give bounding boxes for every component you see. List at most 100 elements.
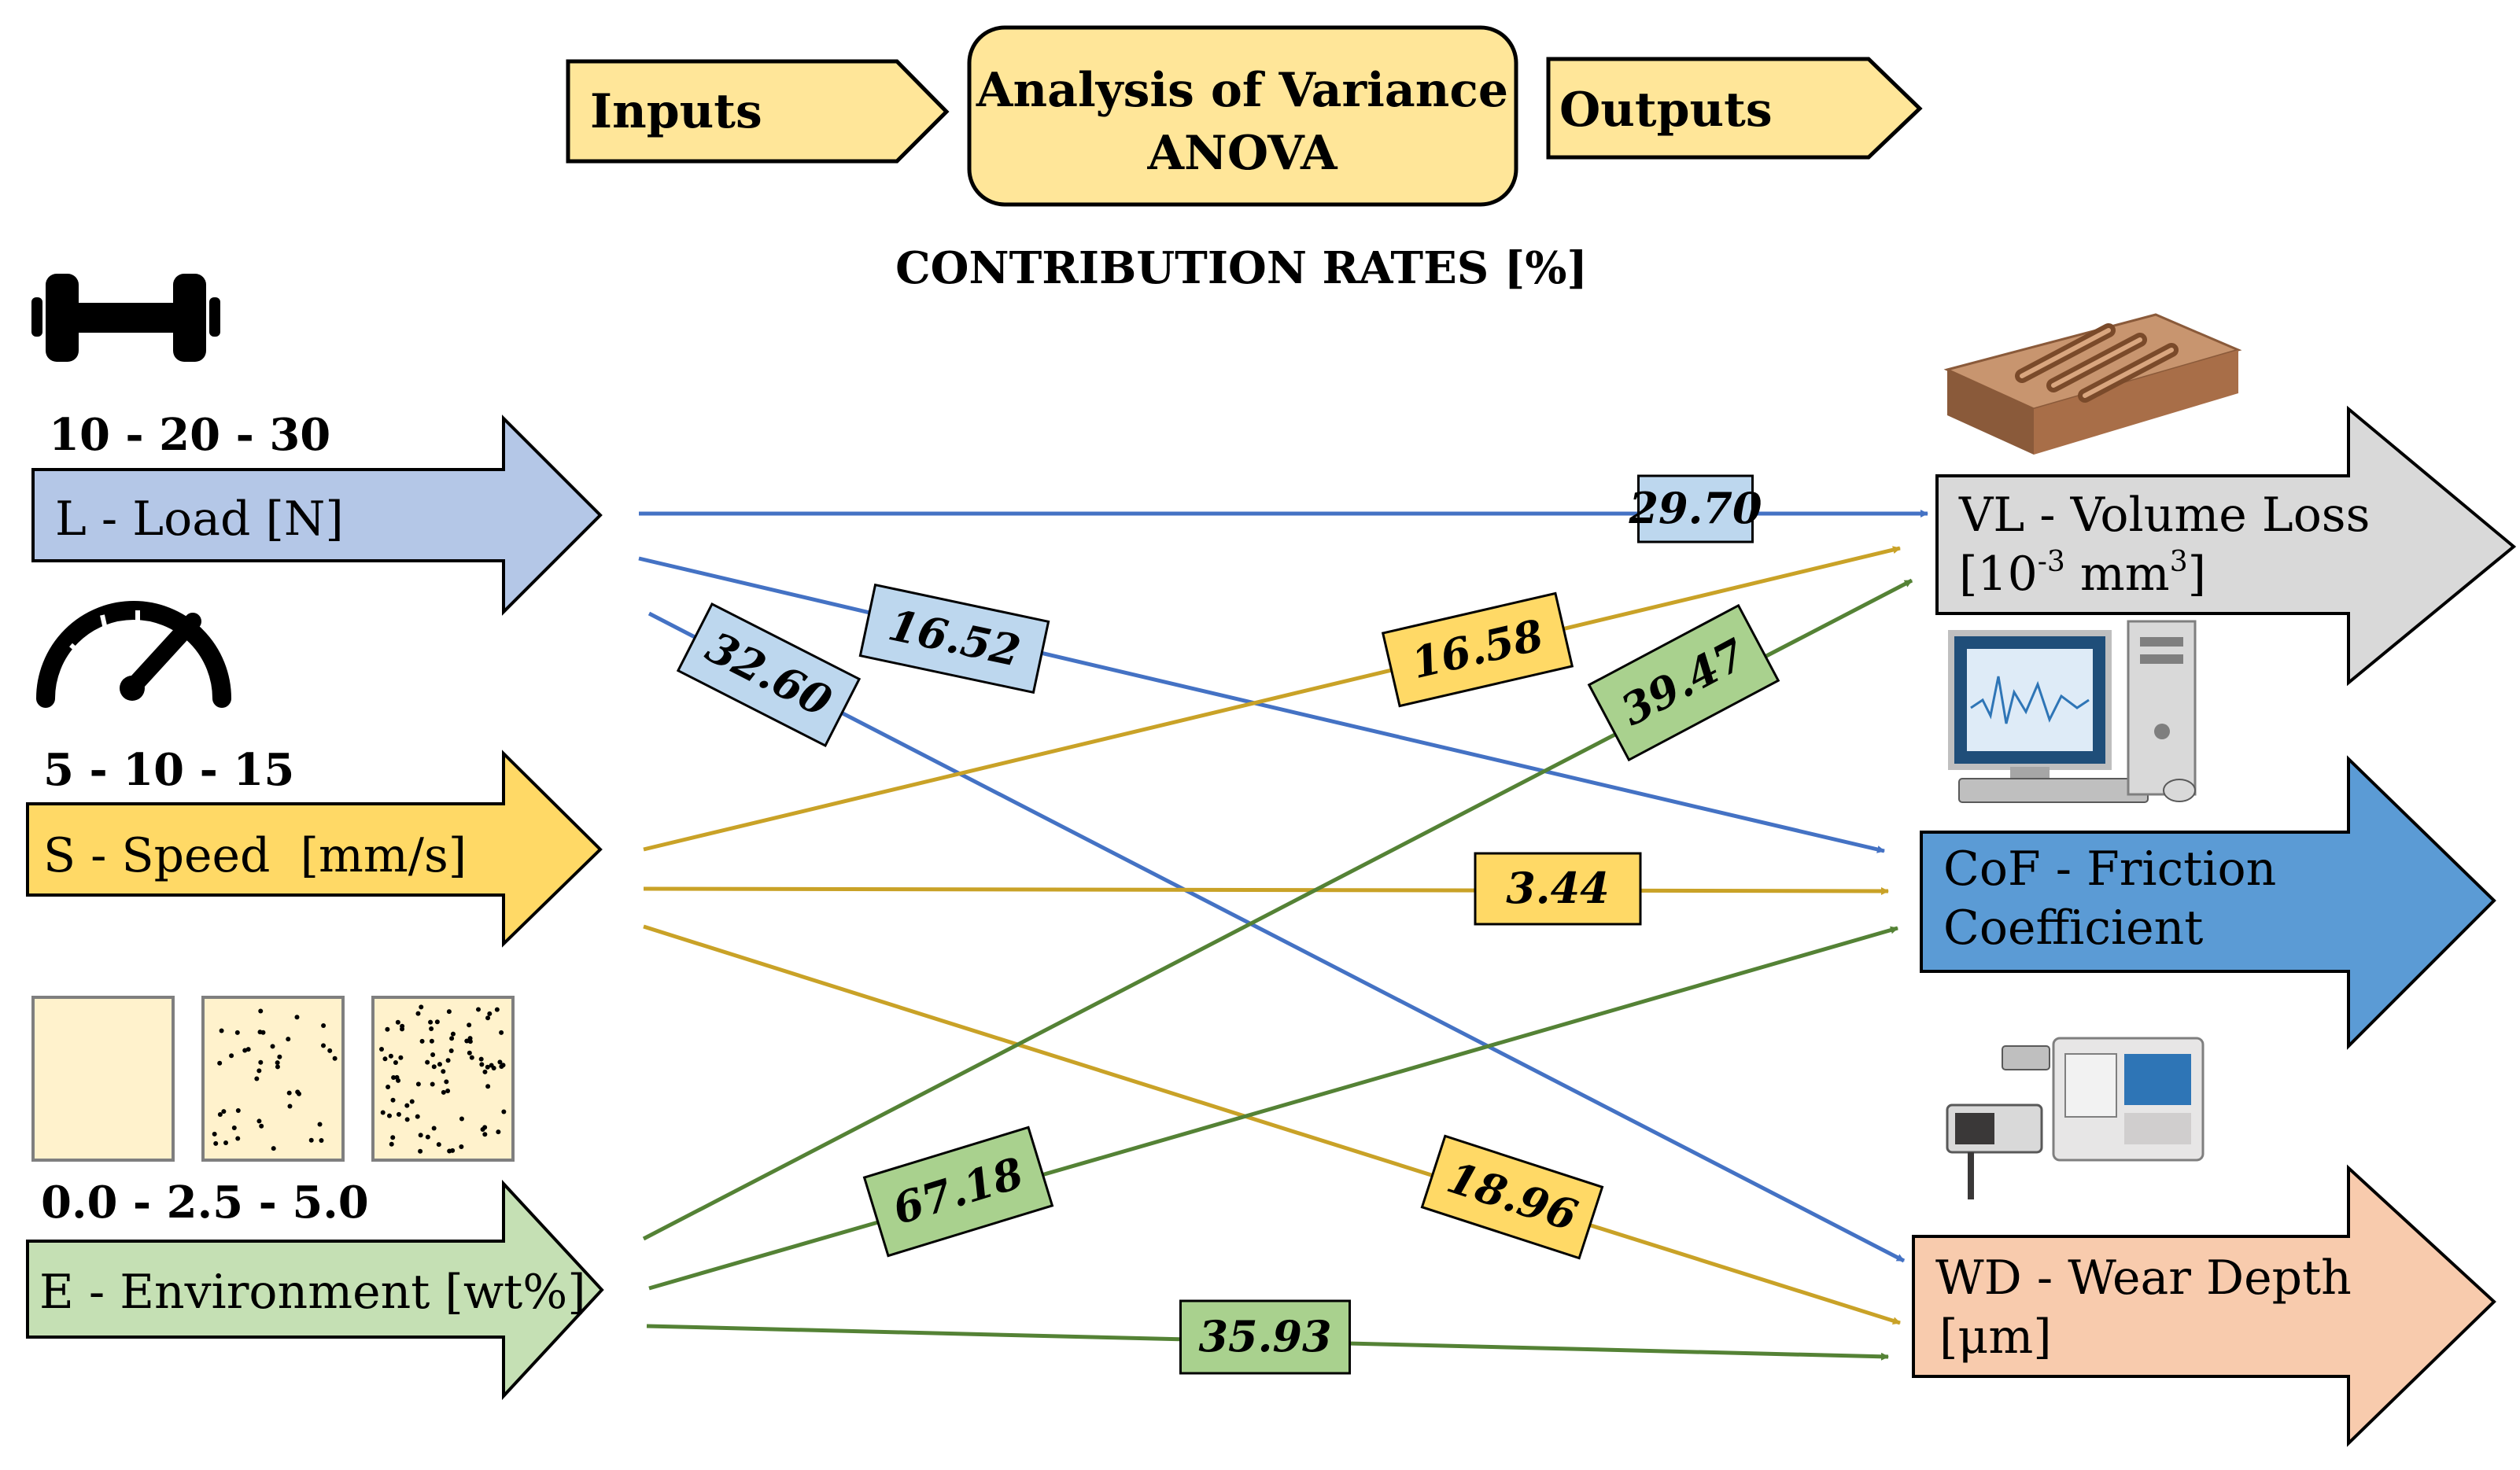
- anova-box: [967, 25, 1518, 207]
- contribution-label-l-vl: 29.70: [1628, 474, 1762, 543]
- particle-dot: [396, 1078, 401, 1083]
- contribution-label-box: [858, 583, 1050, 694]
- particle-dot: [445, 1058, 451, 1063]
- particle-samples-icon: [31, 996, 515, 1162]
- particle-dot: [404, 1117, 410, 1122]
- particle-dot: [258, 1059, 264, 1065]
- particle-dot: [217, 1060, 223, 1066]
- particle-dot: [404, 1103, 410, 1108]
- contribution-label-box: [676, 602, 862, 748]
- particle-dot: [386, 1085, 391, 1090]
- volume-loss-unit-exp: -3: [2038, 546, 2065, 578]
- input-environment: 0.0 - 2.5 - 5.0 E - Environment [wt%]: [26, 996, 604, 1401]
- contribution-label-s-vl: 16.58: [1381, 591, 1574, 708]
- particle-dot: [500, 1063, 506, 1068]
- particle-dot: [390, 1097, 396, 1103]
- friction-label-line1: CoF - Friction: [1943, 842, 2276, 897]
- particle-dot: [431, 1126, 437, 1131]
- particle-dot: [294, 1015, 300, 1020]
- particle-dot: [494, 1007, 500, 1012]
- profilometer-icon: [1946, 1037, 2205, 1199]
- load-levels: 10 - 20 - 30: [49, 409, 330, 461]
- particle-dot: [441, 1089, 446, 1095]
- particle-dot: [496, 1129, 501, 1135]
- particle-dot: [425, 1134, 430, 1140]
- particle-dot: [234, 1030, 240, 1035]
- contribution-label-s-cof: 3.44: [1474, 852, 1642, 926]
- particle-dot: [271, 1146, 276, 1151]
- particle-dot: [485, 1015, 491, 1021]
- particle-dot: [485, 1084, 491, 1089]
- particle-dot: [482, 1069, 488, 1074]
- particle-dot: [497, 1059, 503, 1065]
- contribution-label-s-wd: 18.96: [1420, 1134, 1604, 1260]
- particle-dot: [256, 1068, 262, 1074]
- particle-dot: [441, 1069, 446, 1074]
- dumbbell-icon: [31, 274, 220, 362]
- contribution-value: 29.70: [1628, 483, 1762, 533]
- particle-dot: [459, 1144, 464, 1150]
- particle-dot: [327, 1048, 333, 1053]
- particle-dot: [419, 1038, 425, 1044]
- particle-dot: [212, 1131, 217, 1137]
- particle-dot: [418, 1133, 423, 1138]
- link-s-to-vl: [643, 546, 1901, 852]
- particle-dot: [386, 1113, 392, 1118]
- particle-dot: [418, 1148, 423, 1154]
- computer-icon: [1948, 620, 2197, 803]
- anova-title: Analysis of Variance: [976, 63, 1508, 118]
- particle-dot: [258, 1008, 264, 1014]
- volume-loss-label-line2: [10-3 mm3]: [1959, 546, 2206, 602]
- volume-loss-unit-end: ]: [2188, 547, 2206, 602]
- particle-dot: [419, 1004, 424, 1010]
- contribution-label-box: [1637, 474, 1754, 543]
- particle-dot: [437, 1062, 442, 1067]
- particle-dot: [287, 1103, 293, 1109]
- particle-dot: [395, 1019, 400, 1025]
- particle-dot: [430, 1052, 436, 1058]
- environment-arrow: [26, 1179, 604, 1401]
- particle-dot: [450, 1031, 456, 1037]
- particle-dot: [219, 1028, 224, 1033]
- inputs-banner: [566, 59, 950, 164]
- input-speed: 5 - 10 - 15 S - Speed [mm/s]: [26, 601, 603, 948]
- particle-dot: [415, 1011, 421, 1016]
- particle-dot: [467, 1022, 472, 1028]
- wear-depth-label-line2: [μm]: [1939, 1310, 2052, 1365]
- contribution-label-box: [862, 1126, 1054, 1258]
- output-volume-loss: VL - Volume Loss [10-3 mm3]: [1935, 313, 2517, 687]
- particle-dot: [445, 1088, 451, 1093]
- particle-dot: [479, 1062, 485, 1067]
- particle-dot: [469, 1055, 474, 1060]
- environment-label: E - Environment [wt%]: [39, 1265, 586, 1320]
- output-friction: CoF - Friction Coefficient: [1920, 620, 2496, 1050]
- particle-dot: [444, 1079, 449, 1085]
- particle-dot: [388, 1053, 393, 1059]
- link-e-to-cof: [648, 926, 1898, 1291]
- contribution-label-box: [1587, 603, 1780, 762]
- particle-dot: [275, 1060, 280, 1066]
- friction-arrow: [1920, 755, 2496, 1050]
- particle-dot: [235, 1108, 241, 1114]
- particle-dot: [429, 1026, 434, 1032]
- particle-dot: [431, 1064, 437, 1070]
- contribution-label-l-cof: 16.52: [858, 583, 1050, 694]
- particle-dot: [259, 1123, 264, 1129]
- particle-dot: [317, 1122, 323, 1127]
- particle-dot: [476, 1007, 481, 1012]
- output-wear-depth: WD - Wear Depth [μm]: [1912, 1037, 2496, 1447]
- particle-dot: [242, 1048, 248, 1053]
- particle-dot: [409, 1099, 415, 1104]
- speed-levels: 5 - 10 - 15: [43, 744, 294, 796]
- particle-dot: [235, 1136, 241, 1141]
- contribution-value: 35.93: [1198, 1311, 1331, 1361]
- particle-dot: [428, 1019, 434, 1025]
- particle-dot: [491, 1066, 496, 1070]
- particle-dot: [400, 1026, 405, 1032]
- input-load: 10 - 20 - 30 L - Load [N]: [31, 274, 603, 616]
- contribution-label-box: [1474, 852, 1642, 926]
- particle-dot: [270, 1044, 275, 1049]
- worn-block-icon: [1943, 313, 2242, 455]
- particle-dot: [415, 1081, 421, 1087]
